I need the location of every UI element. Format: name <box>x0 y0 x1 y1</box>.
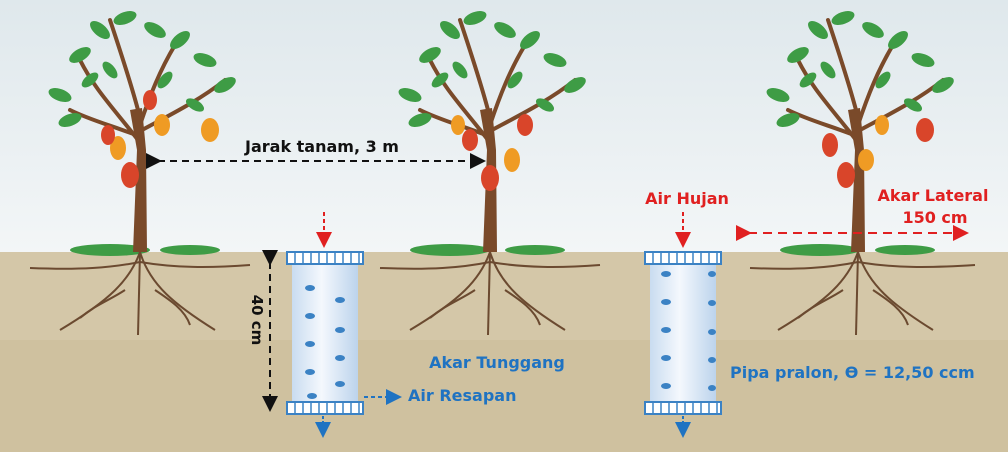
pipe-spec-label: Pipa pralon, ϴ = 12,50 ccm <box>730 363 975 382</box>
depth-label: 40 cm <box>248 295 266 346</box>
pipe-right-top-cap <box>644 251 722 265</box>
pipe-left-top-cap <box>286 251 364 265</box>
pipe-left <box>286 251 364 415</box>
tree-left-fruits <box>101 90 219 188</box>
soil-bottom-band <box>0 340 1008 452</box>
tree-middle <box>379 11 601 336</box>
taproot-label: Akar Tunggang <box>429 353 565 372</box>
tree-right-leaves <box>766 11 954 127</box>
tree-right-roots <box>749 251 976 336</box>
tree-left-trunk <box>130 108 147 252</box>
tree-right-fruits <box>822 115 934 188</box>
tree-middle-roots <box>379 251 601 336</box>
tree-middle-leaves <box>398 11 586 127</box>
tree-left-roots <box>29 251 251 336</box>
tree-middle-fruits <box>451 114 533 191</box>
pipe-left-holes <box>305 285 345 399</box>
pipe-left-bottom-cap <box>286 401 364 415</box>
pipe-right <box>644 251 722 415</box>
tree-left-leaves <box>48 11 236 127</box>
planting-distance-label: Jarak tanam, 3 m <box>244 137 399 156</box>
tree-right-trunk <box>848 108 865 252</box>
white-footer <box>0 452 1008 464</box>
pipe-right-holes <box>661 271 716 391</box>
tree-middle-branches <box>418 18 577 142</box>
rain-water-label: Air Hujan <box>645 189 729 208</box>
ground-grass <box>70 244 935 256</box>
pipe-left-body <box>292 264 358 402</box>
lateral-root-length: 150 cm <box>902 208 967 227</box>
tree-left <box>29 11 251 336</box>
tree-right <box>749 11 976 336</box>
pipe-right-body <box>650 264 716 402</box>
lateral-root-title: Akar Lateral <box>878 186 989 205</box>
seepage-water-label: Air Resapan <box>408 386 516 405</box>
pipe-right-bottom-cap <box>644 401 722 415</box>
